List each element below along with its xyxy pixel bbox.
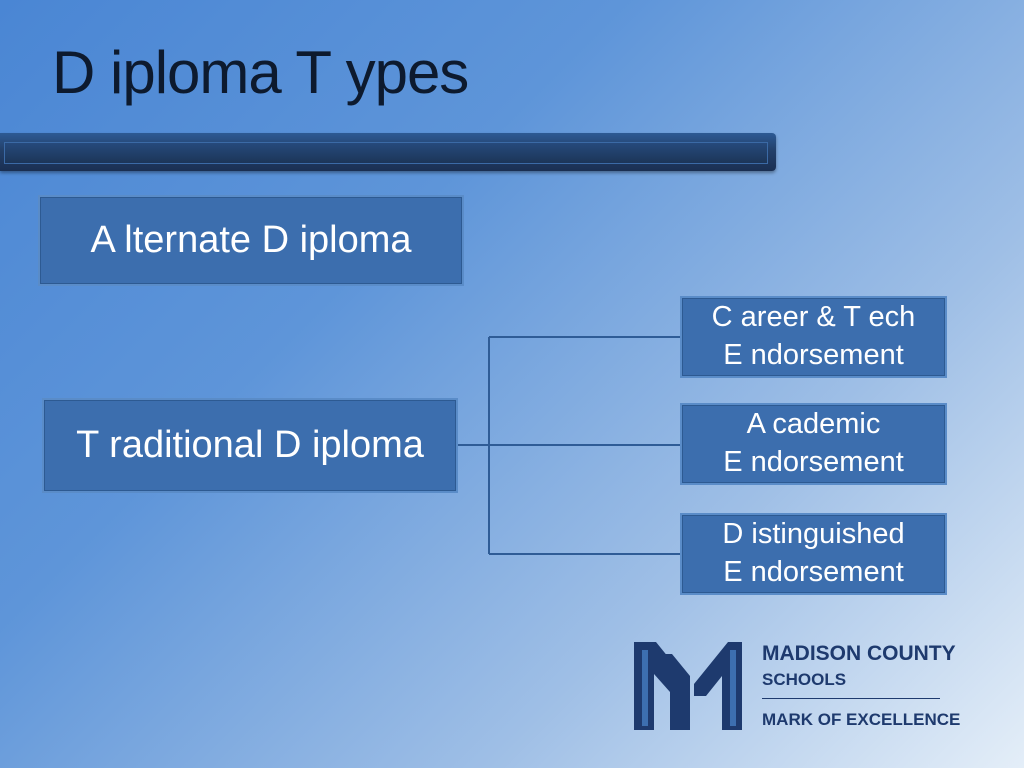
alternate-diploma-label: A lternate D iploma [90,219,412,261]
distinguished-endorsement-label: D istinguished E ndorsement [722,518,905,588]
title-underline-bar [0,133,776,171]
distinguished-endorsement-box: D istinguished E ndorsement [680,513,947,595]
traditional-diploma-box: T raditional D iploma [42,398,458,493]
academic-endorsement-box: A cademic E ndorsement [680,403,947,485]
alternate-diploma-box: A lternate D iploma [38,195,464,286]
academic-endorsement-label: A cademic E ndorsement [723,408,904,478]
slide-title: D iploma T ypes [52,39,469,106]
logo-tagline: MARK OF EXCELLENCE [762,710,961,729]
title-underline-inner [4,142,768,164]
career-tech-endorsement-label: C areer & T ech E ndorsement [711,301,916,371]
madison-county-logo-mark [634,642,742,730]
logo-divider [762,698,940,699]
traditional-diploma-label: T raditional D iploma [76,424,424,466]
career-tech-endorsement-box: C areer & T ech E ndorsement [680,296,947,378]
logo-name: MADISON COUNTY [762,642,956,665]
logo-subtitle: SCHOOLS [762,670,847,689]
